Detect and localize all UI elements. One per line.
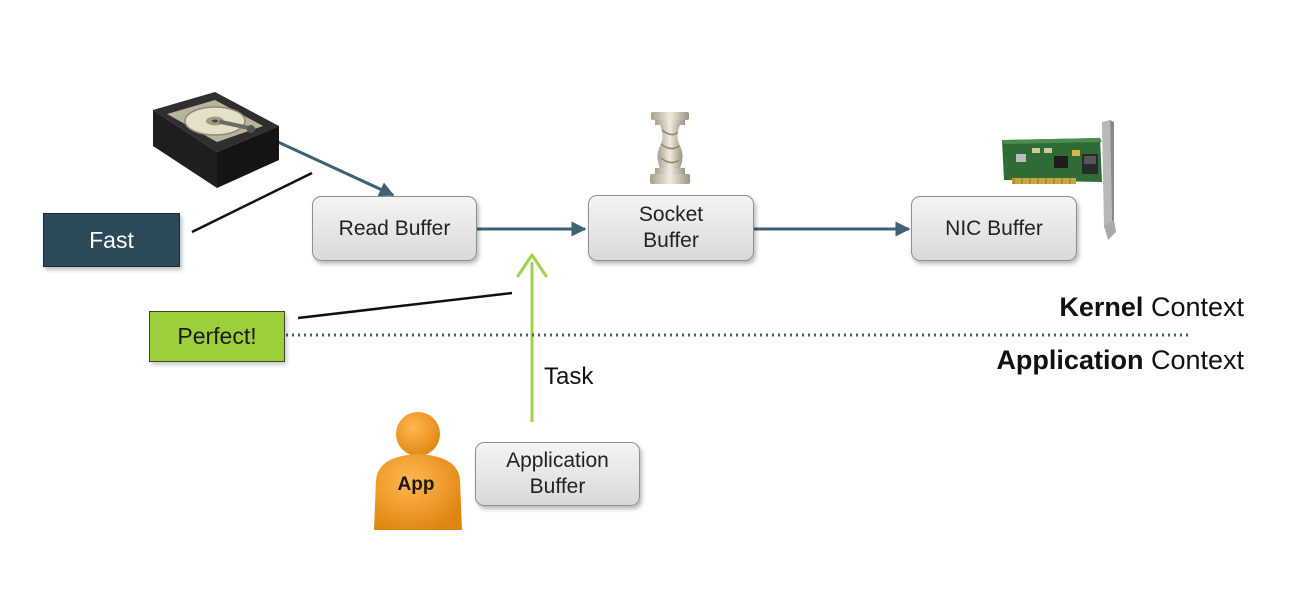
perfect-callout-label: Perfect! <box>177 323 257 349</box>
read-buffer-label: Read Buffer <box>338 216 451 240</box>
perfect-callout-box: Perfect! <box>149 311 285 362</box>
application-context-label: Application Context <box>996 345 1244 376</box>
kernel-context-label: Kernel Context <box>1059 292 1244 323</box>
application-buffer-box: Application Buffer <box>475 442 640 506</box>
application-context-bold: Application <box>996 345 1144 375</box>
socket-buffer-box: Socket Buffer <box>588 195 754 261</box>
kernel-context-bold: Kernel <box>1059 292 1144 322</box>
socket-buffer-label-line1: Socket <box>638 203 704 226</box>
read-buffer-box: Read Buffer <box>312 196 477 261</box>
socket-buffer-label-line2: Buffer <box>643 229 699 252</box>
perfect-callout-line <box>297 291 513 320</box>
app-figure-label: App <box>398 474 435 495</box>
pillar-icon <box>650 112 690 184</box>
application-buffer-label-line2: Buffer <box>529 475 586 498</box>
task-arrow-head <box>516 253 548 278</box>
disk-to-read-buffer-arrow <box>277 140 395 197</box>
hard-disk-drive-icon <box>153 92 279 188</box>
kernel-context-rest: Context <box>1143 292 1244 322</box>
fast-callout-box: Fast <box>43 213 180 267</box>
nic-buffer-box: NIC Buffer <box>911 196 1077 261</box>
fast-callout-line <box>191 171 313 234</box>
app-user-icon: App <box>374 412 462 530</box>
application-buffer-label-line1: Application <box>506 449 609 472</box>
task-label: Task <box>544 363 594 390</box>
network-card-icon <box>1002 120 1116 240</box>
application-context-rest: Context <box>1143 345 1244 375</box>
nic-buffer-label: NIC Buffer <box>945 216 1043 240</box>
fast-callout-label: Fast <box>89 226 134 253</box>
